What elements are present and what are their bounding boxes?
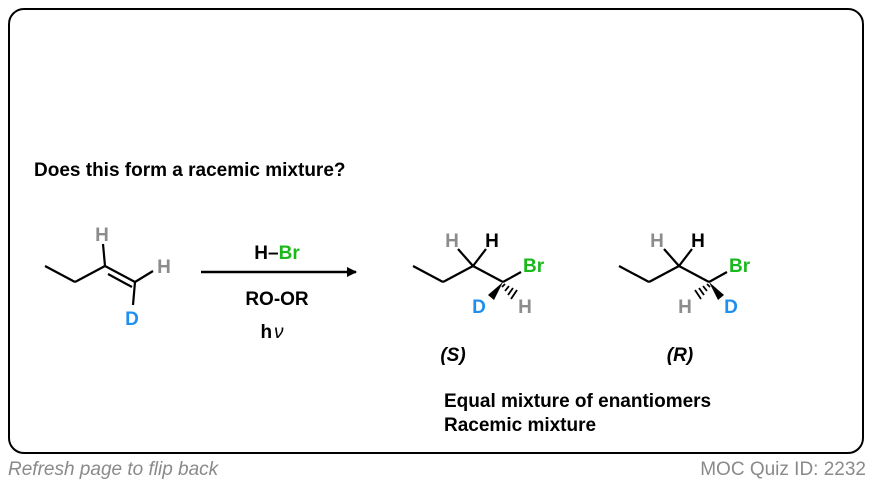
product-s-d: D bbox=[472, 297, 486, 318]
reactant-structure: H H D bbox=[44, 225, 171, 330]
product-r-d: D bbox=[724, 297, 738, 318]
reactant-bond-c3-c2 bbox=[74, 265, 106, 283]
product-r-bond-c2-h-right bbox=[678, 248, 693, 267]
conclusion-text: Equal mixture of enantiomers Racemic mix… bbox=[444, 390, 711, 438]
product-s-bond-c2-c1 bbox=[472, 265, 504, 283]
product-s-bond-c2-h-right bbox=[472, 248, 487, 267]
quiz-card[interactable] bbox=[8, 8, 864, 454]
reactant-h-right: H bbox=[157, 257, 171, 278]
product-r-bond-c2-c1 bbox=[678, 265, 710, 283]
reagent-peroxide: RO-OR bbox=[245, 289, 309, 310]
product-s-label: (S) bbox=[440, 345, 465, 366]
product-s-structure: H H Br D H (S) bbox=[412, 231, 545, 366]
product-r-h-left: H bbox=[650, 231, 664, 252]
product-s-bond-c1-br bbox=[502, 271, 522, 283]
reactant-double-bond-inner bbox=[107, 273, 133, 288]
product-s-bond-c3-c2 bbox=[442, 265, 474, 283]
product-r-br: Br bbox=[729, 256, 751, 277]
quiz-id: MOC Quiz ID: 2232 bbox=[700, 459, 866, 480]
product-r-label: (R) bbox=[667, 345, 693, 366]
reactant-d: D bbox=[125, 309, 139, 330]
reactant-double-bond-outer bbox=[104, 265, 136, 283]
product-s-hash-h bbox=[501, 283, 518, 300]
product-s-br: Br bbox=[523, 256, 545, 277]
product-s-bond-c4-c3 bbox=[412, 265, 444, 283]
product-s-h-left: H bbox=[445, 231, 459, 252]
question-text: Does this form a racemic mixture? bbox=[34, 160, 346, 181]
product-s-h-bottom: H bbox=[518, 297, 532, 318]
reactant-bond-c2-h bbox=[101, 243, 107, 267]
product-r-bond-c3-c2 bbox=[648, 265, 680, 283]
product-r-h-bottom: H bbox=[678, 297, 692, 318]
product-s-h-right: H bbox=[485, 231, 499, 252]
product-r-hash-h bbox=[694, 283, 711, 300]
product-s-bond-c2-h-left bbox=[457, 248, 474, 267]
reactant-h-top: H bbox=[95, 225, 109, 246]
conclusion-line-2: Racemic mixture bbox=[444, 415, 597, 436]
reactant-bond-c4-c3 bbox=[44, 265, 76, 283]
product-r-bond-c1-br bbox=[708, 271, 728, 283]
product-r-bond-c4-c3 bbox=[618, 265, 650, 283]
product-r-structure: H H Br H D (R) bbox=[618, 231, 751, 366]
reactant-bond-c1-h bbox=[134, 270, 154, 283]
product-r-h-right: H bbox=[691, 231, 705, 252]
reagent-hbr: H–Br bbox=[254, 243, 300, 264]
reactant-bond-c1-d bbox=[131, 281, 137, 306]
conclusion-line-1: Equal mixture of enantiomers bbox=[444, 391, 712, 412]
product-r-bond-c2-h-left bbox=[663, 248, 680, 267]
product-s-wedge-d bbox=[488, 282, 503, 300]
product-r-wedge-d bbox=[709, 282, 724, 300]
refresh-hint: Refresh page to flip back bbox=[8, 459, 219, 480]
